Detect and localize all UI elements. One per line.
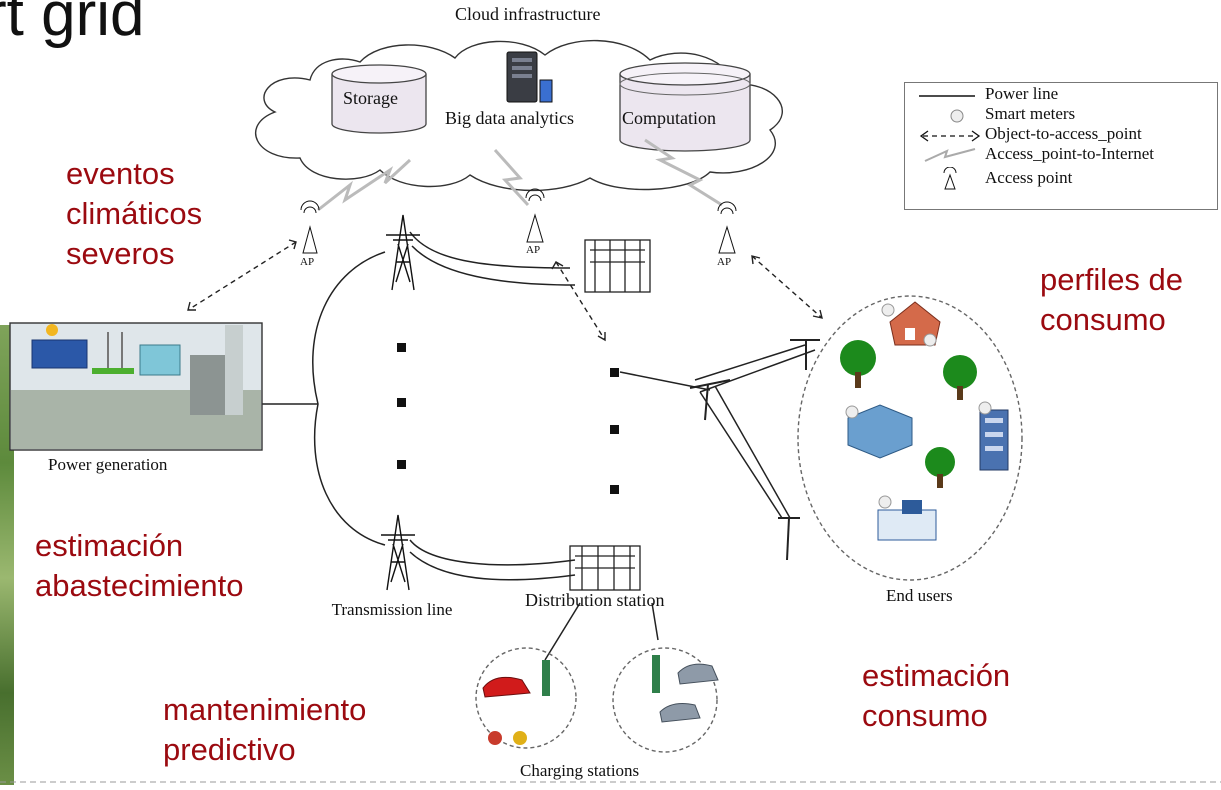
annotation-mantenimiento: mantenimiento predictivo <box>163 692 367 767</box>
power-line-icon <box>919 95 975 97</box>
zigzag-link-icon <box>924 148 976 162</box>
end-users-label: End users <box>886 586 953 605</box>
charging-station-left <box>475 647 577 749</box>
transmission-line-label: Transmission line <box>331 600 453 619</box>
smart-meter-icons <box>845 303 992 509</box>
computation-drum-icon <box>619 62 751 152</box>
access-point-icon <box>943 167 957 190</box>
ap-icon-right <box>717 201 737 254</box>
legend-label: Power line <box>985 84 1059 103</box>
arrow-heads <box>187 239 823 342</box>
end-users-group <box>797 295 1023 581</box>
tree-icon-2 <box>943 355 977 400</box>
annotation-eventos: eventos climáticos severos <box>66 156 203 271</box>
dashed-arrow-icon <box>919 130 981 142</box>
server-icon <box>506 51 553 103</box>
analytics-label: Big data analytics <box>445 108 574 128</box>
building-icon <box>847 404 913 459</box>
smart-meter-icon <box>950 109 964 123</box>
tree-icon-3 <box>925 447 955 488</box>
tree-icon-1 <box>840 340 876 388</box>
ap-label-left: AP <box>300 256 315 268</box>
legend-item: Access point <box>905 167 1217 190</box>
charging-station-right <box>612 647 719 753</box>
computation-label: Computation <box>622 108 716 128</box>
ap-icon-left <box>300 200 320 254</box>
annotation-abastecimiento: estimación abastecimiento <box>35 528 244 603</box>
annotation-consumo: estimación consumo <box>862 658 1011 733</box>
power-lines <box>262 231 816 661</box>
legend-label: Access_point-to-Internet <box>985 144 1154 163</box>
internet-links <box>317 138 723 212</box>
apartment-icon <box>979 409 1009 471</box>
charging-stations-label: Charging stations <box>520 761 640 780</box>
substation-bottom-icon <box>569 545 641 591</box>
transmission-tower-top <box>386 214 420 291</box>
legend-item: Power line <box>905 84 1217 107</box>
ap-icon-center <box>525 188 545 243</box>
storage-label: Storage <box>343 88 398 108</box>
legend-label: Access point <box>985 168 1073 187</box>
legend-label: Smart meters <box>985 104 1076 123</box>
legend-item: Access_point-to-Internet <box>905 144 1217 167</box>
legend-label: Object-to-access_point <box>985 124 1142 143</box>
cloud-title: Cloud infrastructure <box>455 4 601 24</box>
ap-label-right: AP <box>717 256 732 268</box>
storage-drum-icon <box>331 64 427 134</box>
substation-top-icon <box>584 239 651 293</box>
legend-item: Smart meters <box>905 104 1217 127</box>
utility-poles <box>689 339 820 561</box>
object-to-ap-links <box>187 241 823 341</box>
legend: Power line Smart meters Object-to-access… <box>904 82 1218 210</box>
ap-label-center: AP <box>526 244 541 256</box>
transmission-tower-bottom <box>381 514 415 591</box>
station-building-icon <box>877 500 937 541</box>
power-generation-image <box>9 322 263 451</box>
slide-title-fragment: rt grid <box>0 0 145 49</box>
legend-item: Object-to-access_point <box>905 124 1217 147</box>
power-generation-label: Power generation <box>48 455 168 474</box>
annotation-perfiles: perfiles de consumo <box>1040 262 1184 337</box>
distribution-station-label: Distribution station <box>525 590 665 610</box>
ellipsis-dots <box>397 343 619 494</box>
